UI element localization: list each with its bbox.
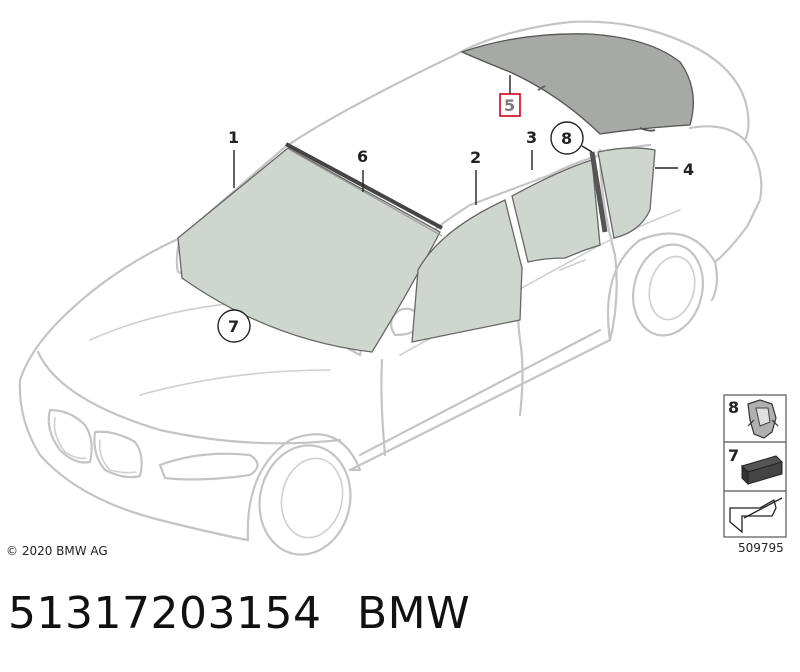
- callout-7: 7: [228, 317, 239, 336]
- legend-label-7: 7: [728, 446, 739, 465]
- callout-8: 8: [561, 129, 572, 148]
- highlight-box: [499, 93, 521, 117]
- callout-2: 2: [470, 148, 481, 167]
- callout-6: 6: [357, 147, 368, 166]
- glass-parts: [177, 33, 694, 353]
- windshield-trim: [285, 142, 443, 230]
- rear-window-glass: [460, 33, 694, 135]
- callouts: 1 2 3 4 5 6 7 8: [217, 75, 694, 343]
- rear-door-glass: [511, 159, 601, 263]
- callout-5: 5: [504, 96, 515, 115]
- callout-4: 4: [683, 160, 694, 179]
- clip-icon: [747, 399, 779, 439]
- foam-block-icon: [741, 455, 783, 486]
- legend-panel: 8 7: [723, 394, 787, 538]
- part-number: 51317203154: [8, 588, 322, 639]
- legend-label-8: 8: [728, 398, 739, 417]
- quarter-glass: [597, 147, 656, 239]
- front-door-glass: [411, 199, 523, 343]
- brand-name: BMW: [357, 588, 471, 639]
- callout-7-circle: [217, 309, 251, 343]
- callout-8-circle: [550, 121, 584, 155]
- image-number: 509795: [738, 541, 784, 555]
- windshield-glass: [177, 147, 441, 353]
- callout-1: 1: [228, 128, 239, 147]
- callout-3: 3: [526, 128, 537, 147]
- copyright-text: © 2020 BMW AG: [6, 544, 108, 558]
- direction-arrow-icon: [729, 497, 783, 534]
